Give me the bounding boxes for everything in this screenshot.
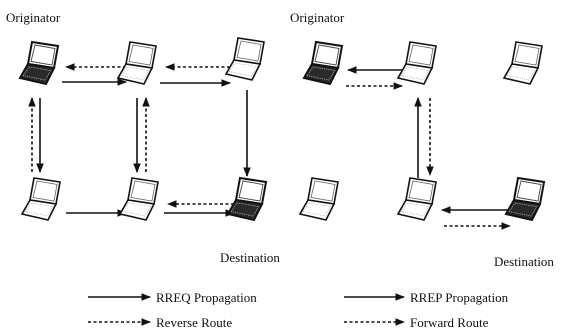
right-originator-laptop-icon <box>303 41 343 85</box>
left-top-middle-laptop-icon <box>117 41 157 85</box>
legend-rreq-label: RREQ Propagation <box>156 290 257 305</box>
right-forward-edges <box>346 82 511 230</box>
left-panel: Originator Destination <box>6 10 280 265</box>
left-rreq-edges <box>36 78 251 217</box>
right-top-middle-laptop-icon <box>397 41 437 85</box>
right-rrep-edges <box>347 66 510 214</box>
legend-forward-label: Forward Route <box>410 315 489 330</box>
left-top-right-laptop-icon <box>225 37 265 81</box>
right-destination-laptop-icon <box>505 177 545 221</box>
right-top-right-laptop-icon <box>503 41 543 85</box>
left-reverse-edges <box>28 63 234 208</box>
left-destination-label: Destination <box>220 250 280 265</box>
left-originator-laptop-icon <box>19 41 59 85</box>
right-bottom-left-laptop-icon <box>299 177 339 221</box>
legend-rrep-label: RREP Propagation <box>410 290 509 305</box>
left-originator-label: Originator <box>6 10 61 25</box>
left-destination-laptop-icon <box>227 177 267 221</box>
right-originator-label: Originator <box>290 10 345 25</box>
legend: RREQ Propagation Reverse Route RREP Prop… <box>88 290 509 330</box>
right-panel: Originator Destination <box>290 10 554 269</box>
left-bottom-middle-laptop-icon <box>119 177 159 221</box>
left-bottom-left-laptop-icon <box>21 177 61 221</box>
legend-reverse-label: Reverse Route <box>156 315 232 330</box>
right-destination-label: Destination <box>494 254 554 269</box>
right-bottom-middle-laptop-icon <box>397 177 437 221</box>
